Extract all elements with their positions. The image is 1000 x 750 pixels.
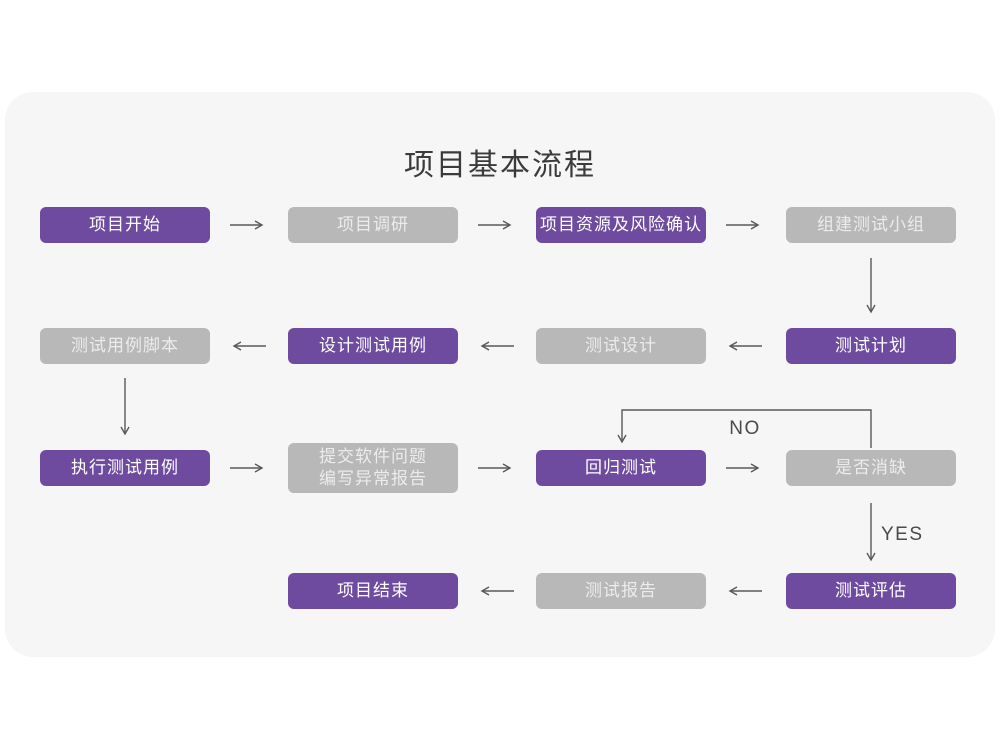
node-test-evaluate: 测试评估 <box>786 573 956 609</box>
flowchart-card-background <box>5 92 995 657</box>
node-test-plan: 测试计划 <box>786 328 956 364</box>
node-project-end: 项目结束 <box>288 573 458 609</box>
node-resource-risk: 项目资源及风险确认 <box>536 207 706 243</box>
node-case-script: 测试用例脚本 <box>40 328 210 364</box>
node-design-cases: 设计测试用例 <box>288 328 458 364</box>
node-project-start: 项目开始 <box>40 207 210 243</box>
node-execute-cases: 执行测试用例 <box>40 450 210 486</box>
node-project-research: 项目调研 <box>288 207 458 243</box>
node-submit-issues-line2: 编写异常报告 <box>319 469 427 488</box>
node-test-design: 测试设计 <box>536 328 706 364</box>
node-test-report: 测试报告 <box>536 573 706 609</box>
node-regression-test: 回归测试 <box>536 450 706 486</box>
page-title: 项目基本流程 <box>404 149 596 182</box>
node-defect-cleared: 是否消缺 <box>786 450 956 486</box>
node-submit-issues-line1: 提交软件问题 <box>319 447 427 466</box>
node-submit-issues: 提交软件问题 编写异常报告 <box>288 443 458 493</box>
node-build-team: 组建测试小组 <box>786 207 956 243</box>
